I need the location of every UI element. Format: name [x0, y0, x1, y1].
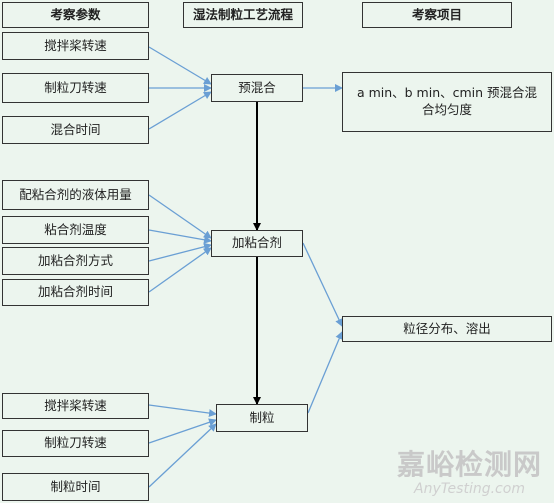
arrow-stirring-speed2-to-granulation	[148, 404, 217, 418]
arrow-granulation-time-to-granulation	[148, 423, 217, 488]
param-binder-time: 加粘合剂时间	[2, 279, 149, 306]
param-cutter-speed-2: 制粒刀转速	[2, 430, 149, 457]
param-binder-liquid-amount: 配粘合剂的液体用量	[2, 180, 149, 210]
result-particle-size-dissolution: 粒径分布、溶出	[342, 316, 552, 342]
process-premix: 预混合	[211, 74, 303, 102]
arrow-binder-time-to-binder	[148, 247, 212, 293]
process-add-binder: 加粘合剂	[211, 230, 303, 257]
header-params: 考察参数	[2, 2, 149, 28]
param-stirring-speed: 搅拌桨转速	[2, 32, 149, 60]
param-mix-time: 混合时间	[2, 116, 149, 144]
param-granulation-time: 制粒时间	[2, 473, 149, 501]
header-process: 湿法制粒工艺流程	[183, 2, 303, 28]
param-cutter-speed: 制粒刀转速	[2, 73, 149, 103]
param-binder-temperature: 粘合剂温度	[2, 216, 149, 244]
arrow-cutter-speed2-to-granulation	[148, 418, 217, 444]
arrow-mix-time-to-premix	[148, 91, 212, 130]
arrow-liquid-amount-to-binder	[148, 194, 212, 239]
param-binder-method: 加粘合剂方式	[2, 247, 149, 275]
process-granulation: 制粒	[216, 404, 308, 432]
arrow-binder-method-to-binder	[148, 242, 212, 262]
result-premix-uniformity: a min、b min、cmin 预混合混合均匀度	[342, 72, 552, 132]
arrow-binder-temp-to-binder	[148, 229, 212, 244]
arrow-stirring-speed-to-premix	[148, 46, 212, 85]
arrow-granulation-to-result2	[307, 331, 343, 414]
param-stirring-speed-2: 搅拌桨转速	[2, 393, 149, 419]
arrow-binder-to-result2	[302, 242, 343, 327]
header-items: 考察项目	[362, 2, 512, 28]
